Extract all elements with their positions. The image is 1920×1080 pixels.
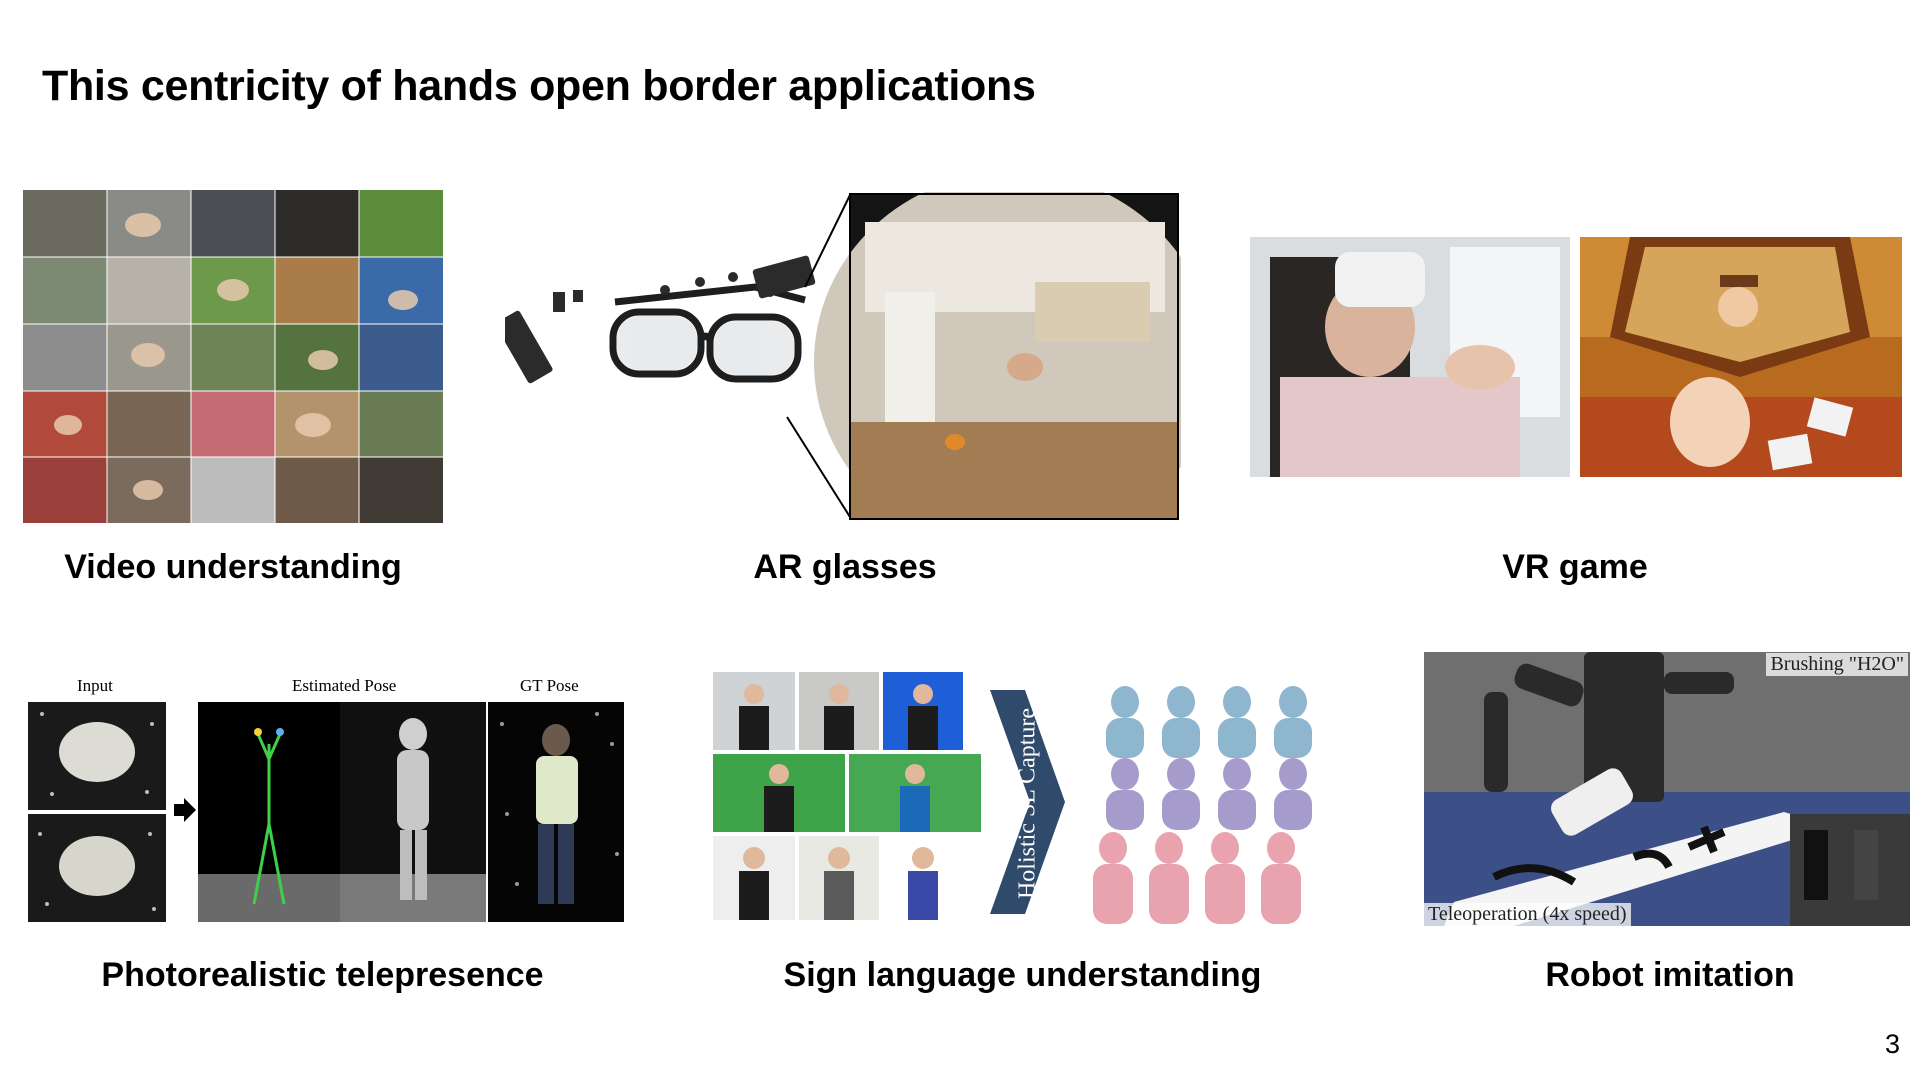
label-brushing-h2o: Brushing "H2O" bbox=[1766, 653, 1908, 676]
video-mosaic-grid bbox=[23, 190, 443, 523]
vr-game-screen bbox=[1580, 237, 1902, 477]
caption-photorealistic-telepresence: Photorealistic telepresence bbox=[101, 956, 544, 994]
vr-game-image bbox=[1250, 237, 1902, 477]
page-number: 3 bbox=[1884, 1029, 1900, 1059]
vr-user-photo bbox=[1250, 237, 1570, 477]
caption-vr-game: VR game bbox=[1502, 548, 1648, 586]
gt-pose-view bbox=[488, 702, 624, 922]
ar-egocentric-view bbox=[814, 192, 1181, 520]
caption-sign-language-understanding: Sign language understanding bbox=[783, 956, 1262, 994]
robot-arm bbox=[1484, 652, 1734, 802]
telepresence-image: Input Estimated Pose GT Pose bbox=[22, 674, 628, 924]
ar-glasses-image bbox=[505, 192, 1181, 520]
slide-title: This centricity of hands open border app… bbox=[42, 62, 1036, 110]
label-input: Input bbox=[77, 676, 113, 695]
label-gt-pose: GT Pose bbox=[520, 676, 579, 695]
video-understanding-image bbox=[23, 190, 443, 523]
input-views bbox=[28, 702, 166, 922]
capture-arrow bbox=[990, 690, 1065, 914]
estimated-pose-views bbox=[198, 702, 486, 922]
avatar-grid bbox=[1093, 686, 1312, 924]
caption-robot-imitation: Robot imitation bbox=[1545, 956, 1795, 994]
glasses-illustration bbox=[609, 283, 806, 383]
sign-language-image: Holistic SL Capture bbox=[713, 668, 1353, 928]
caption-ar-glasses: AR glasses bbox=[753, 548, 937, 586]
label-teleoperation-speed: Teleoperation (4x speed) bbox=[1424, 903, 1631, 926]
arrow-icon bbox=[174, 798, 196, 822]
robot-imitation-image: Brushing "H2O" Teleoperation (4x speed) bbox=[1424, 652, 1910, 926]
caption-video-understanding: Video understanding bbox=[64, 548, 402, 586]
label-estimated-pose: Estimated Pose bbox=[292, 676, 397, 695]
signer-video-grid bbox=[713, 672, 981, 920]
holistic-sl-capture-label: Holistic SL Capture bbox=[1014, 707, 1041, 900]
